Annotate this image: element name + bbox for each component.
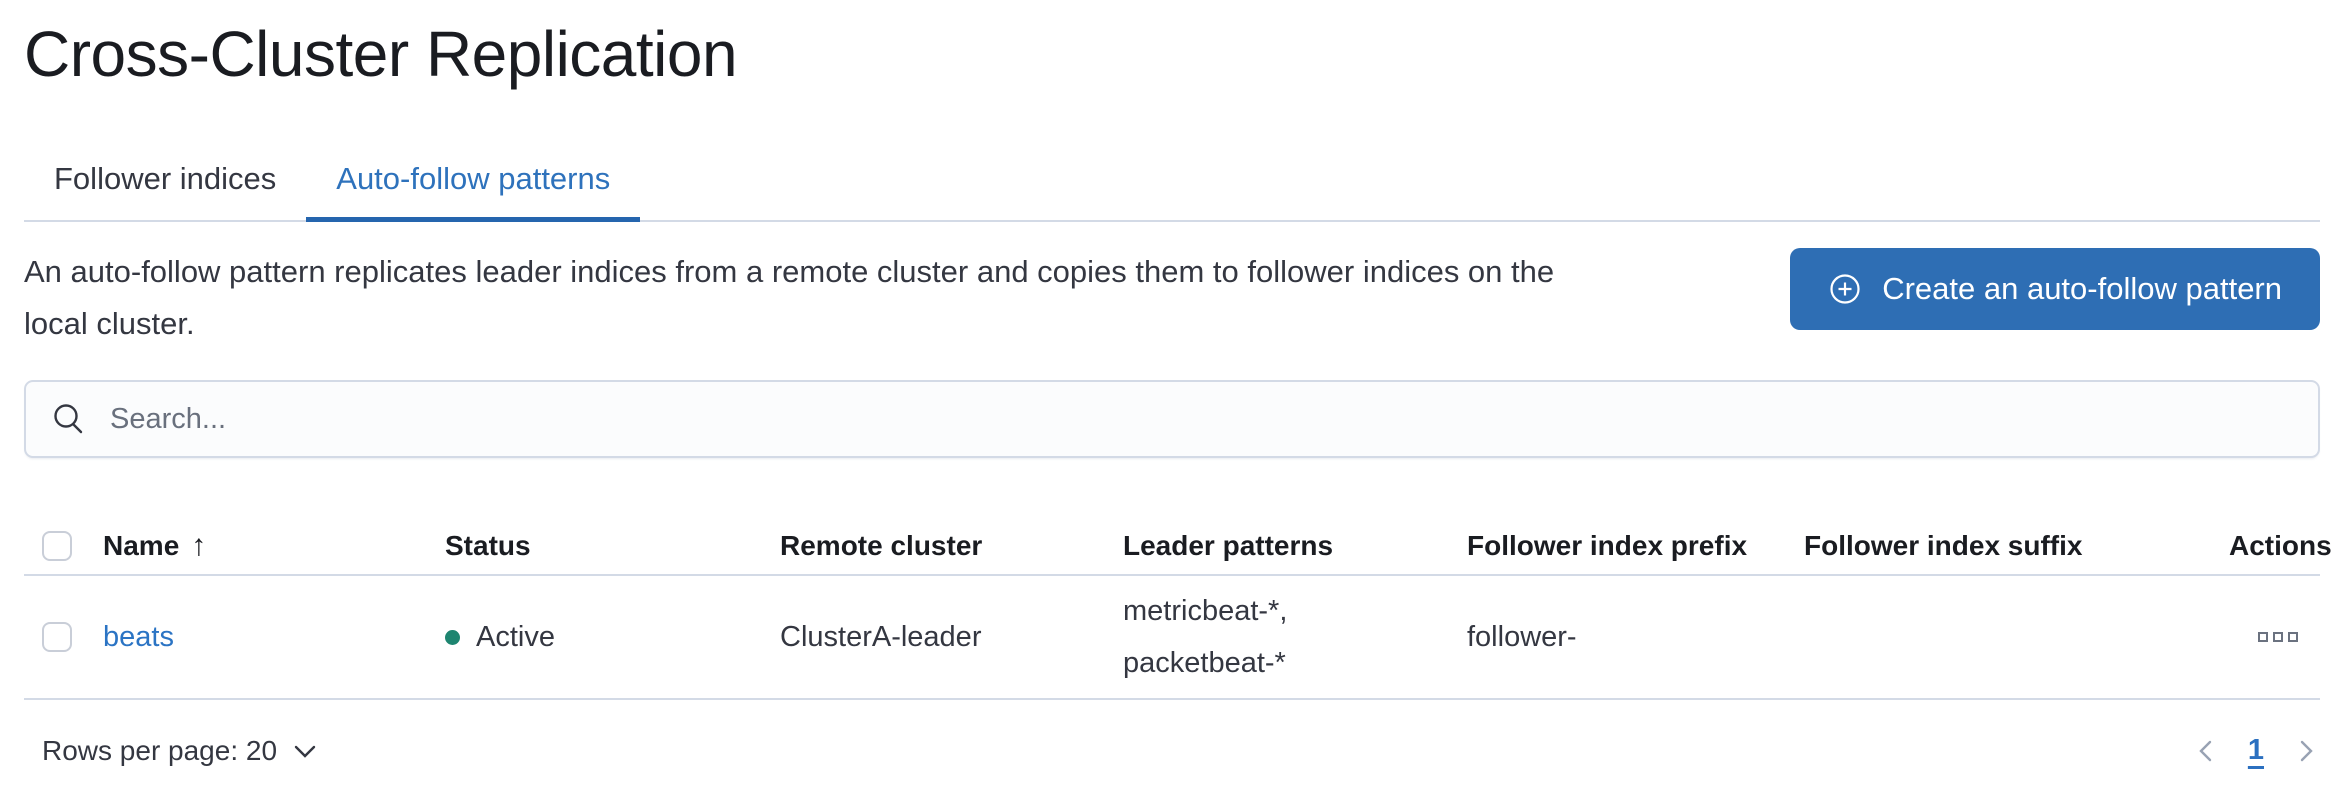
column-header-leader-patterns: Leader patterns (1123, 530, 1467, 562)
next-page-button[interactable] (2294, 737, 2318, 765)
leader-patterns-cell: metricbeat-*, packetbeat-* (1123, 576, 1467, 698)
plus-in-circle-icon (1828, 272, 1862, 306)
tab-label: Follower indices (54, 161, 277, 196)
column-header-actions: Actions (2229, 530, 2334, 562)
column-label: Follower index prefix (1467, 530, 1748, 561)
chevron-left-icon (2194, 737, 2218, 765)
select-all-checkbox[interactable] (42, 531, 72, 561)
table-footer: Rows per page: 20 1 (24, 700, 2320, 767)
table-header-row: Name ↑ Status Remote cluster Leader patt… (24, 518, 2332, 576)
column-header-remote-cluster: Remote cluster (780, 530, 1123, 562)
actions-cell (2252, 626, 2320, 648)
rows-per-page-label: Rows per page: 20 (42, 734, 278, 766)
page-description: An auto-follow pattern replicates leader… (24, 246, 1554, 350)
ellipsis-boxes-icon (2258, 632, 2268, 642)
status-label: Active (476, 620, 555, 653)
previous-page-button[interactable] (2194, 737, 2218, 765)
intro-section: An auto-follow pattern replicates leader… (24, 246, 2320, 350)
column-label: Remote cluster (780, 530, 983, 561)
tab-auto-follow-patterns[interactable]: Auto-follow patterns (306, 146, 641, 222)
create-button-label: Create an auto-follow pattern (1882, 271, 2282, 306)
page-number-1[interactable]: 1 (2247, 734, 2264, 766)
leader-pattern-line: metricbeat-*, (1123, 595, 1288, 627)
tab-label: Auto-follow patterns (336, 161, 611, 196)
status-cell: Active (445, 621, 780, 654)
column-label: Leader patterns (1123, 530, 1334, 561)
page-title: Cross-Cluster Replication (24, 18, 738, 90)
row-select-cell (24, 622, 103, 652)
tab-follower-indices[interactable]: Follower indices (24, 146, 306, 220)
column-header-follower-index-suffix: Follower index suffix (1804, 530, 2229, 562)
name-cell: beats (103, 621, 445, 654)
chevron-down-icon (293, 743, 317, 759)
search-input[interactable] (108, 401, 2292, 437)
auto-follow-patterns-table: Name ↑ Status Remote cluster Leader patt… (24, 518, 2332, 767)
sort-ascending-arrow-icon: ↑ (191, 529, 207, 562)
tab-bar: Follower indices Auto-follow patterns (24, 146, 2320, 222)
pagination: 1 (2194, 734, 2320, 767)
follower-index-prefix-cell: follower- (1467, 620, 1577, 653)
status-active-dot-icon (445, 629, 460, 645)
chevron-right-icon (2294, 737, 2318, 765)
pattern-name-link[interactable]: beats (103, 620, 174, 653)
column-label: Actions (2229, 530, 2332, 561)
row-checkbox[interactable] (42, 622, 72, 652)
column-header-follower-index-prefix: Follower index prefix (1467, 530, 1804, 562)
remote-cluster-cell: ClusterA-leader (780, 620, 982, 653)
column-header-name[interactable]: Name ↑ (103, 529, 445, 563)
description-line-2: local cluster. (24, 306, 195, 341)
rows-per-page-selector[interactable]: Rows per page: 20 (42, 735, 317, 767)
magnifier-icon (52, 402, 86, 436)
column-header-status: Status (445, 530, 780, 562)
row-actions-button[interactable] (2252, 626, 2304, 648)
column-label: Name (103, 530, 180, 561)
search-bar (24, 380, 2320, 458)
description-line-1: An auto-follow pattern replicates leader… (24, 254, 1555, 289)
column-label: Follower index suffix (1804, 530, 2083, 561)
leader-pattern-line: packetbeat-* (1123, 647, 1286, 679)
column-label: Status (445, 530, 531, 561)
create-auto-follow-pattern-button[interactable]: Create an auto-follow pattern (1790, 248, 2320, 330)
select-all-cell (24, 531, 103, 561)
table-row: beats Active ClusterA-leader metricbeat-… (24, 576, 2320, 700)
